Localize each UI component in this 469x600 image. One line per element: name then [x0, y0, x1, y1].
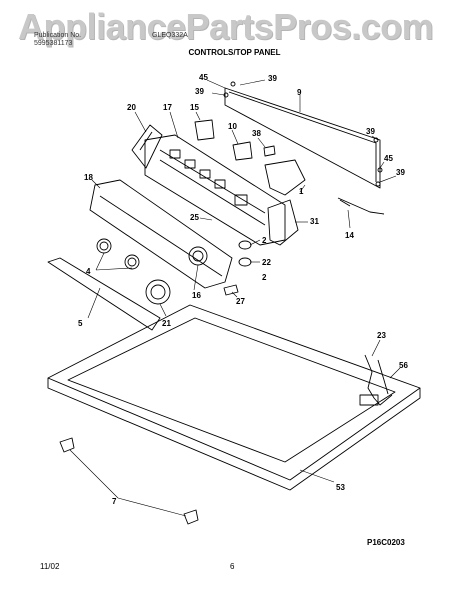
- footer-date: 11/02: [40, 562, 60, 571]
- callout-21: 21: [162, 319, 171, 328]
- callout-18: 18: [84, 173, 93, 182]
- callout-39-top: 39: [268, 74, 277, 83]
- callout-15: 15: [190, 103, 199, 112]
- callout-9: 9: [297, 88, 302, 97]
- callout-14: 14: [345, 231, 354, 240]
- figure-code: P16C0203: [367, 538, 405, 547]
- part-7-pad-left: [59, 437, 75, 453]
- part-14-harness: [337, 197, 385, 215]
- callout-4: 4: [86, 267, 91, 276]
- callout-20: 20: [127, 103, 136, 112]
- callout-53: 53: [336, 483, 345, 492]
- publication-label: Publication No.: [34, 32, 82, 39]
- part-9-back-panel: [224, 87, 381, 189]
- part-7-pad-right: [183, 509, 199, 525]
- part-20-end-cap: [131, 124, 163, 169]
- part-21-ring: [145, 279, 171, 305]
- callout-25: 25: [190, 213, 199, 222]
- part-53-top-panel: [47, 304, 421, 491]
- callout-17: 17: [163, 103, 172, 112]
- callout-27: 27: [236, 297, 245, 306]
- callout-2-lower: 2: [262, 273, 267, 282]
- model-label: GLEQ332A: [152, 32, 188, 39]
- callout-5: 5: [78, 319, 83, 328]
- callout-23: 23: [377, 331, 386, 340]
- callout-39-lower: 39: [396, 168, 405, 177]
- part-31-end-cap: [267, 199, 299, 246]
- part-15-switch: [194, 119, 215, 141]
- callout-22: 22: [262, 258, 271, 267]
- part-1-bracket: [264, 159, 306, 196]
- watermark: AppliancePartsPros.com: [18, 6, 434, 47]
- part-17-console: [144, 134, 286, 246]
- callout-45-right: 45: [384, 154, 393, 163]
- callout-16: 16: [192, 291, 201, 300]
- callout-38: 38: [252, 129, 261, 138]
- callout-10: 10: [228, 122, 237, 131]
- callout-45-top: 45: [199, 73, 208, 82]
- callout-7: 7: [112, 497, 117, 506]
- callout-1: 1: [299, 187, 304, 196]
- callout-31: 31: [310, 217, 319, 226]
- section-title: CONTROLS/TOP PANEL: [188, 48, 281, 57]
- part-10-timer: [232, 141, 253, 161]
- callout-39-right: 39: [366, 127, 375, 136]
- page-number: 6: [230, 562, 235, 571]
- callout-39-left: 39: [195, 87, 204, 96]
- part-5-trim: [47, 257, 161, 331]
- callout-56: 56: [399, 361, 408, 370]
- part-18-control-panel: [89, 179, 233, 289]
- callout-2-upper: 2: [262, 236, 267, 245]
- publication-number: 5995381173: [34, 40, 73, 47]
- part-23-harness: [364, 354, 393, 406]
- part-38-clip: [263, 145, 276, 157]
